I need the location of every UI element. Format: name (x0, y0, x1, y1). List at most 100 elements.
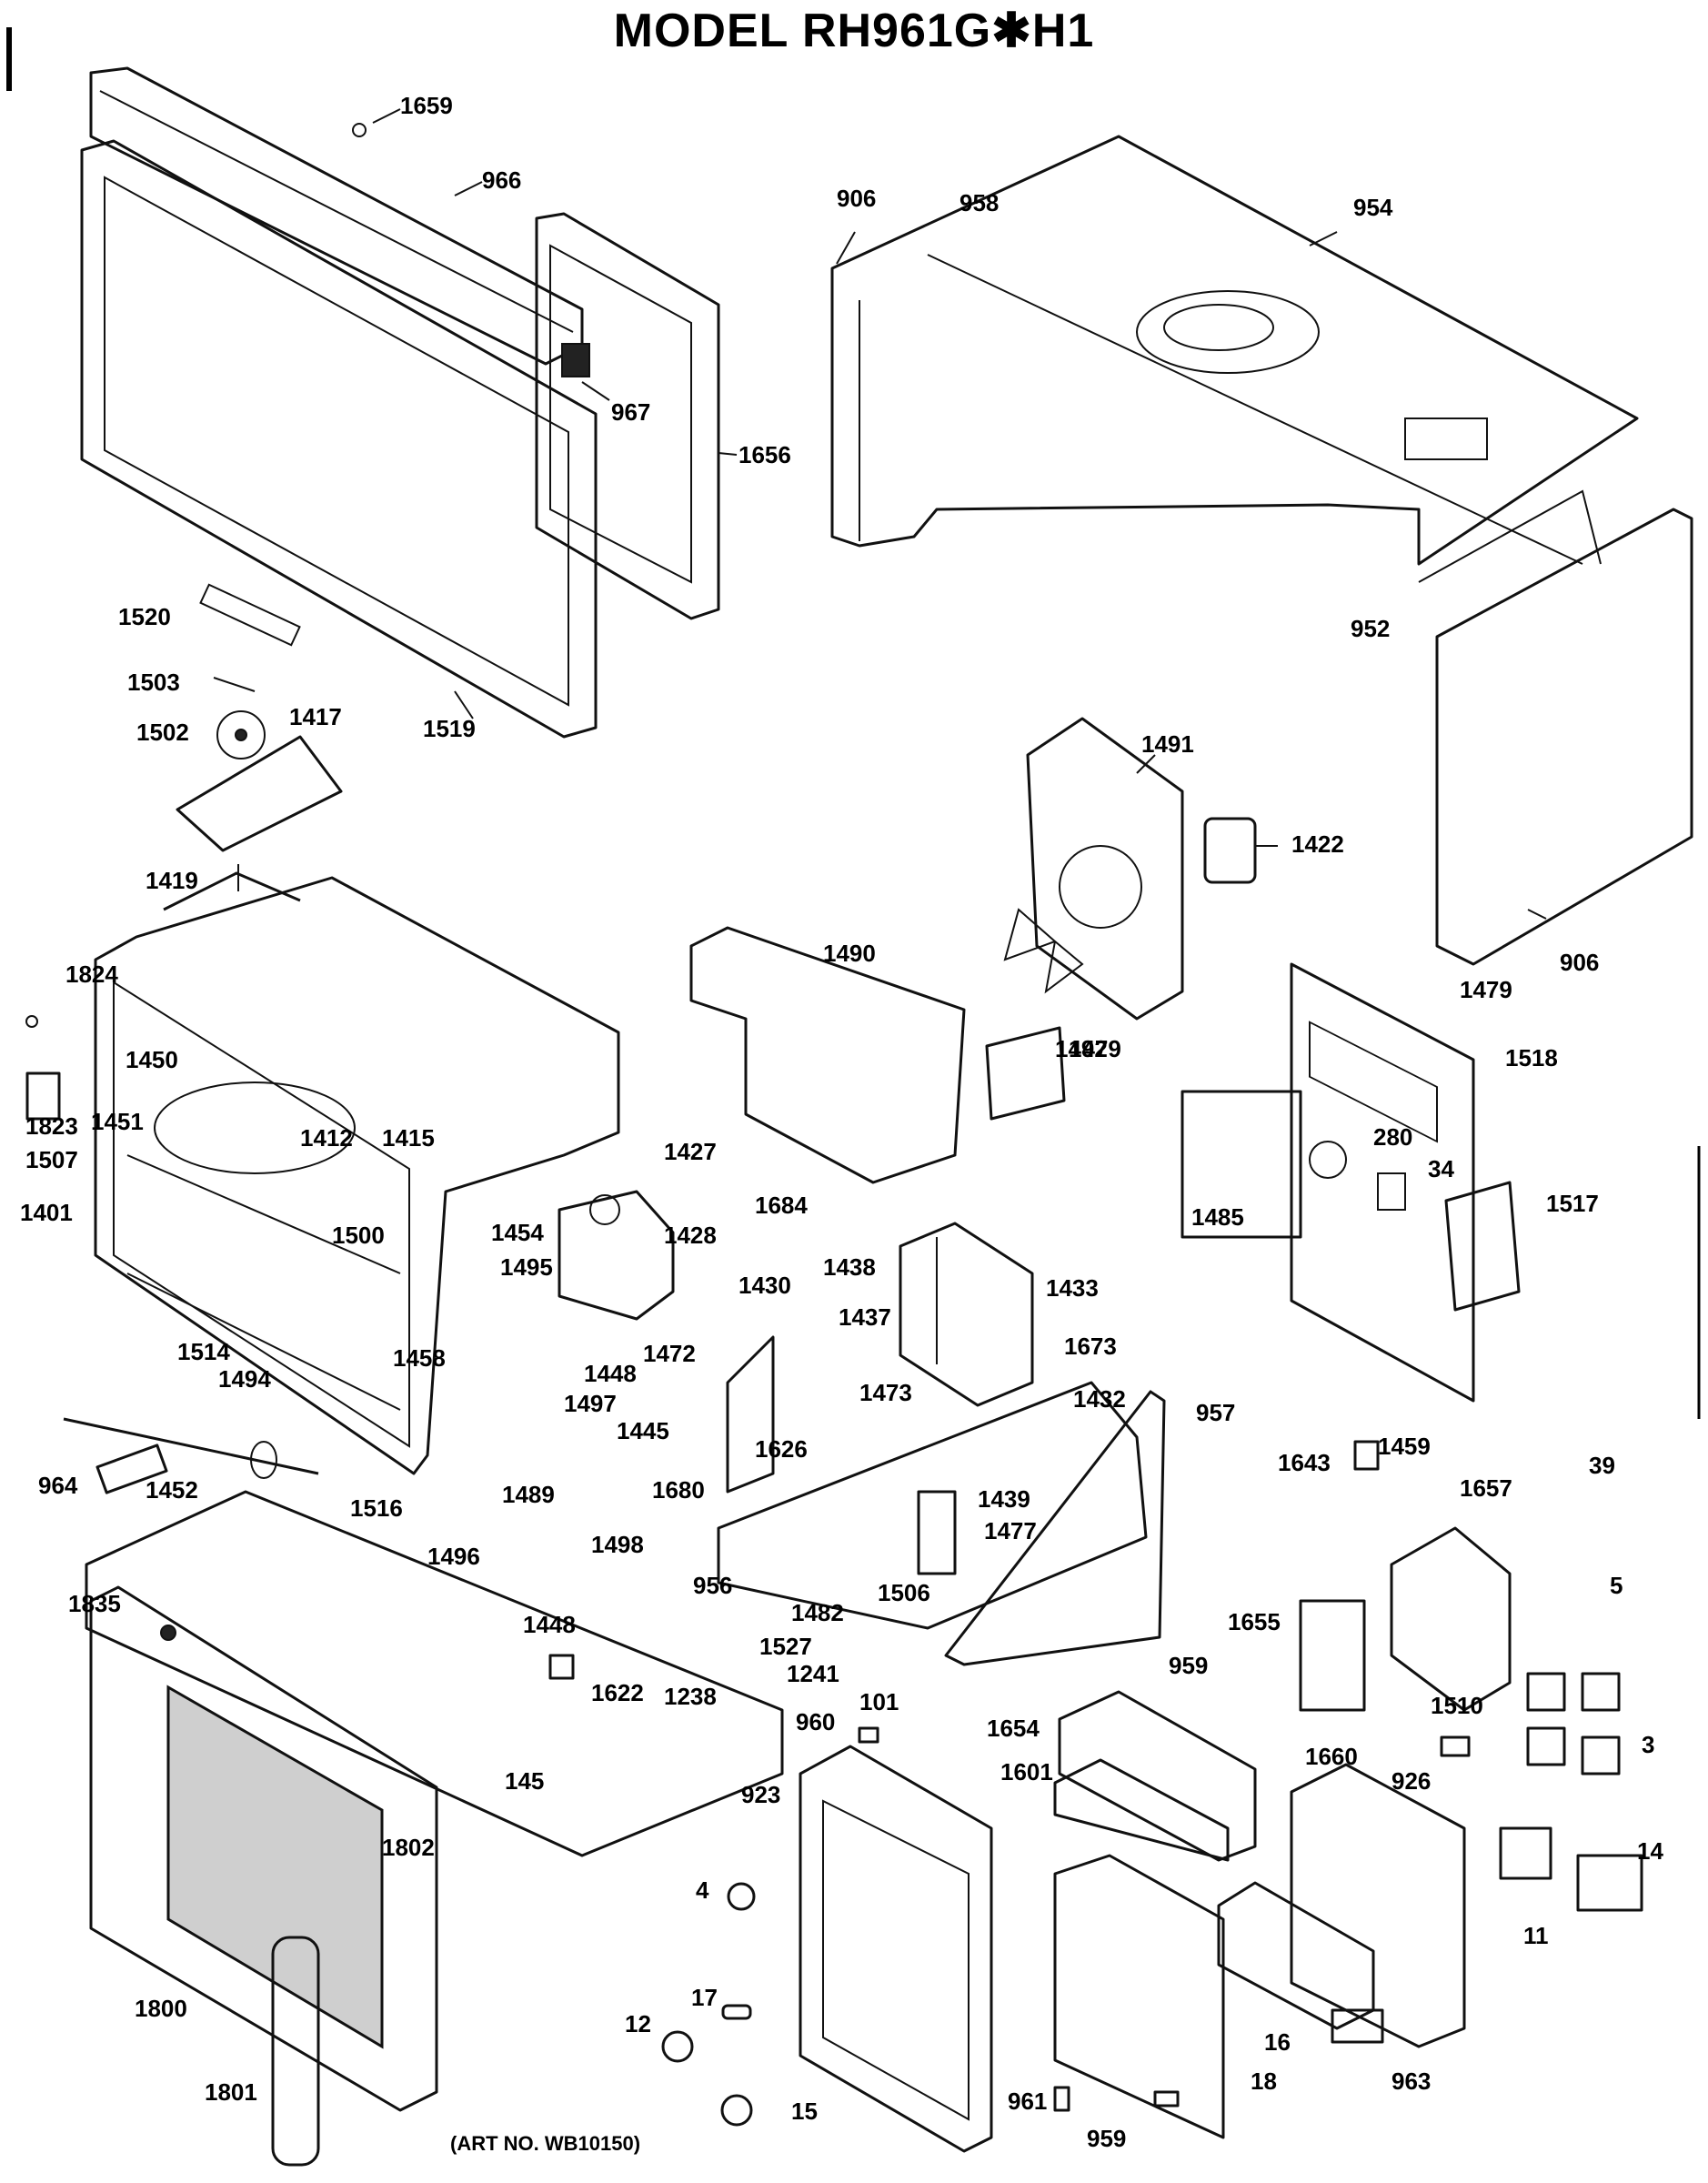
label-1654: 1654 (987, 1715, 1040, 1742)
label-1497: 1497 (564, 1390, 617, 1417)
label-1514: 1514 (177, 1338, 230, 1365)
label-1439: 1439 (978, 1485, 1030, 1513)
label-1477: 1477 (984, 1517, 1037, 1544)
part-1491-fan-housing (1003, 717, 1184, 1021)
label-1448-b: 1448 (523, 1611, 576, 1638)
label-1643: 1643 (1278, 1449, 1331, 1476)
part-1519-front-frame (80, 139, 598, 739)
label-1496: 1496 (427, 1543, 480, 1570)
label-1835: 1835 (68, 1590, 121, 1617)
label-1451: 1451 (91, 1108, 144, 1135)
label-1802: 1802 (382, 1834, 435, 1861)
part-966-vent-grille (89, 66, 590, 377)
label-1412: 1412 (300, 1124, 353, 1152)
label-1482: 1482 (791, 1599, 844, 1626)
label-1519: 1519 (423, 715, 476, 742)
label-145: 145 (505, 1767, 545, 1795)
part-957-support-brace (944, 1390, 1166, 1666)
label-1601: 1601 (1000, 1758, 1053, 1786)
label-1479-b: 1479 (1069, 1035, 1121, 1062)
label-963: 963 (1392, 2067, 1432, 2095)
part-1432-base-plate (717, 1335, 1148, 1630)
label-1459: 1459 (1378, 1433, 1431, 1460)
label-1452: 1452 (146, 1476, 198, 1504)
diagram-title: MODEL RH961G✱H1 (613, 5, 1095, 57)
label-1494: 1494 (218, 1365, 271, 1393)
label-1445: 1445 (617, 1417, 669, 1444)
part-964-latch-rod (63, 1417, 319, 1494)
label-1684: 1684 (755, 1192, 808, 1219)
label-1520: 1520 (118, 603, 171, 630)
label-1800: 1800 (135, 1995, 187, 2022)
label-1506: 1506 (878, 1579, 930, 1606)
label-1657: 1657 (1460, 1474, 1512, 1502)
part-1401-oven-cavity (94, 876, 620, 1475)
label-926: 926 (1392, 1767, 1432, 1795)
label-17: 17 (691, 1984, 718, 2011)
label-15: 15 (791, 2097, 818, 2125)
label-1518: 1518 (1505, 1044, 1558, 1071)
label-1419: 1419 (146, 867, 198, 894)
label-906-side: 906 (1560, 949, 1600, 976)
label-1415: 1415 (382, 1124, 435, 1152)
label-1473: 1473 (859, 1379, 912, 1406)
label-964: 964 (38, 1472, 78, 1499)
label-16: 16 (1264, 2028, 1291, 2056)
label-923: 923 (741, 1781, 781, 1808)
part-1800-door (89, 1585, 438, 2167)
label-18: 18 (1251, 2067, 1277, 2095)
part-906-side-panel (1418, 489, 1693, 966)
art-number-note: (ART NO. WB10150) (450, 2132, 641, 2155)
label-3: 3 (1642, 1731, 1655, 1758)
label-101: 101 (859, 1688, 899, 1715)
label-966: 966 (482, 166, 522, 194)
part-1241-bottom-plate (85, 1490, 784, 1857)
label-1430: 1430 (738, 1272, 791, 1299)
label-1655: 1655 (1228, 1608, 1281, 1635)
part-1422-fan-motor (1203, 817, 1278, 884)
part-1419-bracket (163, 864, 301, 911)
part-954-outer-case (830, 135, 1639, 566)
label-1673: 1673 (1064, 1333, 1117, 1360)
label-1438: 1438 (823, 1253, 876, 1281)
label-1801: 1801 (205, 2078, 257, 2106)
label-1479-a: 1479 (1460, 976, 1512, 1003)
label-1502: 1502 (136, 719, 189, 746)
label-1503: 1503 (127, 669, 180, 696)
part-1417-stirrer-assembly (176, 583, 343, 852)
label-1491: 1491 (1141, 730, 1194, 758)
label-959-a: 959 (1169, 1652, 1209, 1679)
label-12: 12 (625, 2010, 651, 2037)
leader-lines (372, 108, 1547, 920)
label-1507: 1507 (25, 1146, 78, 1173)
label-11: 11 (1523, 1922, 1549, 1949)
label-906-top: 906 (837, 185, 877, 212)
label-39: 39 (1589, 1452, 1615, 1479)
label-1401: 1401 (20, 1199, 73, 1226)
label-1472: 1472 (643, 1340, 696, 1367)
label-1422: 1422 (1291, 830, 1344, 858)
label-1417: 1417 (289, 703, 342, 730)
label-1238: 1238 (664, 1683, 717, 1710)
label-1659: 1659 (400, 92, 453, 119)
label-960: 960 (796, 1708, 836, 1735)
label-1622: 1622 (591, 1679, 644, 1706)
label-280: 280 (1373, 1123, 1413, 1151)
part-1490-duct (689, 926, 966, 1184)
label-1824: 1824 (65, 961, 118, 988)
label-1433: 1433 (1046, 1274, 1099, 1302)
label-1516: 1516 (350, 1494, 403, 1522)
part-1654-touch-panel (1053, 1526, 1512, 1862)
label-1495: 1495 (500, 1253, 553, 1281)
small-hardware (25, 123, 1471, 2112)
label-1450: 1450 (126, 1046, 178, 1073)
label-1428: 1428 (664, 1222, 717, 1249)
label-1527: 1527 (759, 1633, 812, 1660)
label-34: 34 (1428, 1155, 1454, 1182)
label-14: 14 (1637, 1837, 1663, 1865)
label-952: 952 (1351, 615, 1391, 642)
part-1433-transformer (899, 1222, 1034, 1407)
label-1510: 1510 (1431, 1692, 1483, 1719)
label-1454: 1454 (491, 1219, 544, 1246)
